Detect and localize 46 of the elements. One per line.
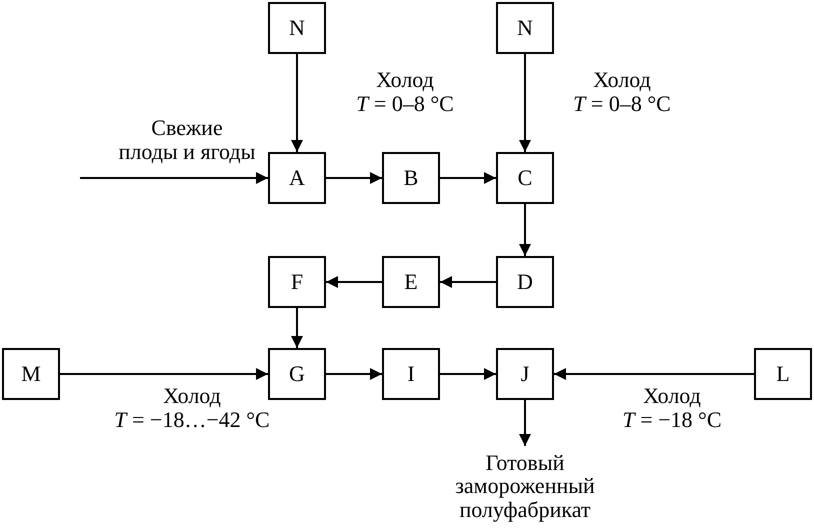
arrow bbox=[440, 276, 496, 288]
output-text: Готовый замороженный полуфабрикат bbox=[454, 451, 596, 521]
process-box bbox=[496, 2, 554, 54]
arrow bbox=[440, 172, 496, 184]
edge-label: Холод T = −18…−42 °C bbox=[114, 384, 270, 432]
box-label: B bbox=[404, 166, 418, 190]
box-label: L bbox=[776, 362, 790, 386]
box-label: I bbox=[407, 362, 415, 386]
process-box bbox=[268, 2, 326, 54]
box-label: M bbox=[21, 362, 41, 386]
box-label: A bbox=[289, 166, 305, 190]
arrow bbox=[291, 308, 303, 348]
process-box bbox=[268, 152, 326, 204]
process-box bbox=[382, 256, 440, 308]
process-box bbox=[754, 348, 812, 400]
process-box bbox=[382, 348, 440, 400]
arrow bbox=[326, 368, 382, 380]
box-label: D bbox=[517, 270, 533, 294]
box-label: E bbox=[404, 270, 418, 294]
arrow bbox=[291, 54, 303, 152]
process-box bbox=[268, 256, 326, 308]
box-label: J bbox=[520, 362, 530, 386]
process-box bbox=[496, 152, 554, 204]
box-label: N bbox=[289, 16, 305, 40]
box-label: G bbox=[289, 362, 305, 386]
arrow bbox=[519, 204, 531, 256]
arrow bbox=[80, 172, 268, 184]
process-box bbox=[496, 256, 554, 308]
box-label: C bbox=[518, 166, 532, 190]
arrow bbox=[326, 172, 382, 184]
process-box bbox=[2, 348, 60, 400]
edge-label: Холод T = 0–8 °C bbox=[573, 68, 671, 116]
arrow bbox=[519, 400, 531, 446]
edge-label: Свежие плоды и ягоды bbox=[118, 116, 256, 164]
arrow bbox=[440, 368, 496, 380]
arrow bbox=[519, 54, 531, 152]
process-box bbox=[382, 152, 440, 204]
arrow bbox=[326, 276, 382, 288]
edge-label: Холод T = 0–8 °C bbox=[356, 68, 454, 116]
box-label: N bbox=[517, 16, 533, 40]
edge-label: Холод T = −18 °C bbox=[622, 384, 722, 432]
box-label: F bbox=[290, 270, 304, 294]
process-box bbox=[268, 348, 326, 400]
process-box bbox=[496, 348, 554, 400]
arrow bbox=[60, 368, 268, 380]
arrow bbox=[554, 368, 754, 380]
